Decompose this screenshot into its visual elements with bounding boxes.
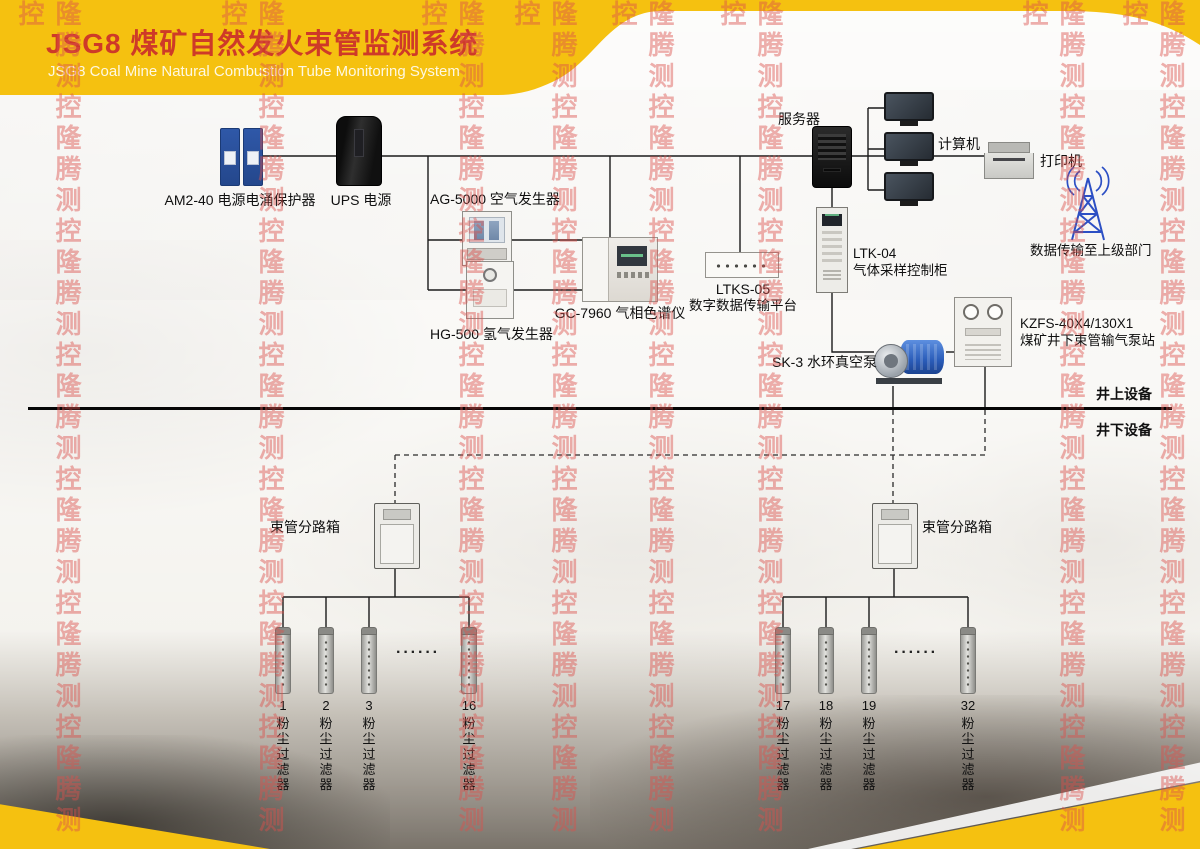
chromatograph-screen (617, 246, 647, 266)
branch-box-left-device (374, 503, 420, 569)
transmission-platform-name: 数字数据传输平台 (689, 298, 797, 313)
hydrogen-generator-device (466, 261, 514, 319)
ups-panel (354, 129, 364, 157)
dust-filter-label: 2 粉尘过滤器 (319, 698, 333, 793)
cabinet-slots (822, 231, 842, 265)
vacuum-pump-label: SK-3 水环真空泵 (772, 354, 878, 370)
pump-inlet (884, 354, 898, 368)
page-subtitle: JSG8 Coal Mine Natural Combustion Tube M… (48, 63, 460, 80)
hydrogen-generator-panel (473, 289, 507, 307)
dust-filter-device (818, 627, 834, 694)
surge-protector-device (220, 128, 264, 186)
printer-feed (988, 142, 1030, 153)
gauge-icon (987, 304, 1003, 320)
printer-label: 打印机 (1040, 153, 1082, 169)
cabinet-screen (822, 214, 842, 226)
dust-filter-label: 17 粉尘过滤器 (775, 698, 791, 793)
chromatograph-label: GC-7960 气相色谱仪 (554, 305, 686, 321)
uplink-label: 数据传输至上级部门 (1030, 243, 1152, 258)
dust-filter-device (318, 627, 334, 694)
radio-tower-icon (1066, 166, 1110, 241)
vacuum-pump-device (874, 332, 946, 386)
dust-filter-label: 19 粉尘过滤器 (861, 698, 877, 793)
computer-monitor-icon (884, 172, 934, 210)
dust-filter-device (960, 627, 976, 694)
transmission-platform-model: LTKS-05 (715, 281, 771, 297)
computer-monitor-icon (884, 92, 934, 130)
air-generator-label: AG-5000 空气发生器 (430, 191, 560, 207)
surge-module-icon (243, 128, 263, 186)
air-generator-device (462, 211, 512, 266)
pump-head (874, 344, 908, 378)
filters-ellipsis: ······ (396, 644, 440, 661)
server-label: 服务器 (778, 111, 820, 127)
branch-box-left-label: 束管分路箱 (270, 519, 340, 535)
pump-station-vent (965, 344, 1001, 360)
chromatograph-buttons (617, 272, 651, 278)
cabinet-vent (823, 270, 841, 280)
dust-filter-device (775, 627, 791, 694)
surface-zone-label: 井上设备 (1096, 386, 1152, 402)
sampling-cabinet-model: LTK-04 (853, 246, 897, 261)
air-generator-window (469, 217, 505, 243)
chromatograph-cabinet (583, 238, 609, 301)
gauge-icon (963, 304, 979, 320)
air-generator-base (467, 248, 507, 260)
pump-base (876, 378, 942, 384)
ups-label: UPS 电源 (330, 192, 392, 208)
pump-station-device (954, 297, 1012, 367)
hydrogen-generator-label: HG-500 氢气发生器 (430, 326, 553, 342)
transmission-platform-device (705, 252, 779, 278)
surge-module-icon (220, 128, 240, 186)
surface-underground-divider (28, 407, 1172, 410)
header-swoosh (0, 0, 1200, 95)
dust-filter-label: 3 粉尘过滤器 (362, 698, 376, 793)
server-led (823, 168, 841, 172)
computer-monitor-icon (884, 132, 934, 170)
branch-box-plate (383, 509, 411, 520)
branch-box-right-label: 束管分路箱 (922, 519, 992, 535)
indicator-dots-icon (714, 262, 770, 270)
dust-filter-label: 1 粉尘过滤器 (276, 698, 290, 793)
dust-filter-label: 16 粉尘过滤器 (461, 698, 477, 793)
dust-filter-device (361, 627, 377, 694)
branch-box-door (380, 524, 414, 564)
sampling-cabinet-name: 气体采样控制柜 (853, 263, 948, 278)
underground-zone-label: 井下设备 (1096, 422, 1152, 438)
server-device (812, 126, 852, 188)
branch-box-plate (881, 509, 909, 520)
dust-filter-label: 18 粉尘过滤器 (818, 698, 834, 793)
dust-filter-device (275, 627, 291, 694)
dust-filter-label: 32 粉尘过滤器 (960, 698, 976, 793)
server-vents (818, 134, 846, 160)
pump-station-panel (965, 328, 1001, 336)
filters-ellipsis: ······ (894, 644, 938, 661)
sampling-cabinet-device (816, 207, 848, 293)
chromatograph-device (582, 237, 658, 302)
printer-body (984, 153, 1034, 179)
branch-box-door (878, 524, 912, 564)
printer-device (984, 142, 1034, 182)
branch-box-right-device (872, 503, 918, 569)
dust-filter-device (461, 627, 477, 694)
ups-device (336, 116, 382, 186)
pump-station-name: 煤矿井下束管输气泵站 (1020, 333, 1155, 348)
page-title: JSG8 煤矿自然发火束管监测系统 (46, 28, 479, 59)
pump-station-model: KZFS-40X4/130X1 (1020, 316, 1134, 331)
surge-protector-label: AM2-40 电源电涌保护器 (164, 192, 316, 208)
computer-label: 计算机 (938, 136, 980, 152)
dust-filter-device (861, 627, 877, 694)
gauge-icon (483, 268, 497, 282)
